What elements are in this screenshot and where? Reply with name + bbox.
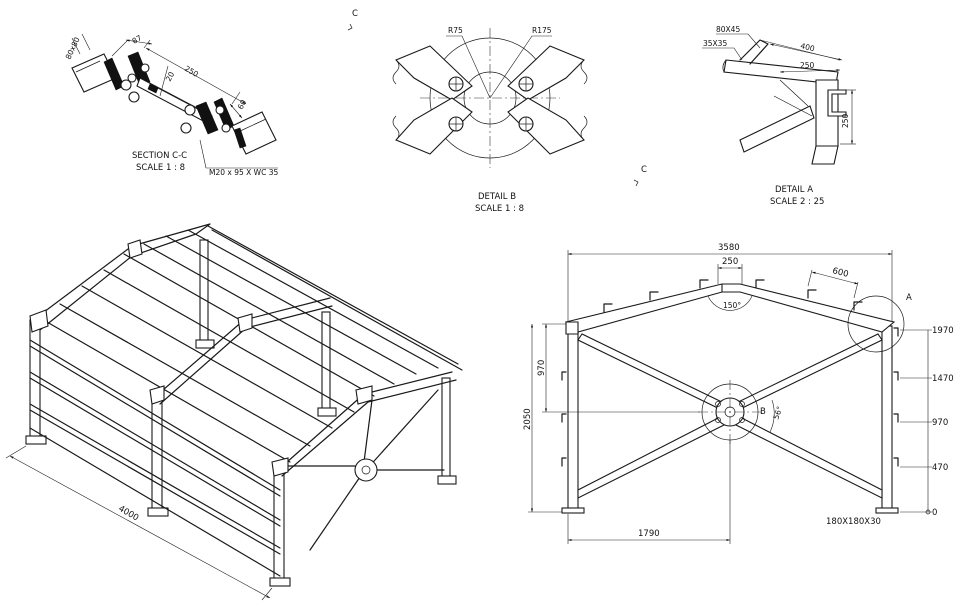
level-1970-label: 1970 — [932, 326, 954, 336]
bracing-hub-icon — [354, 458, 378, 482]
isometric-view: 4000 — [5, 223, 463, 601]
section-marker-top: C — [347, 9, 358, 31]
bolt-hole-icon — [448, 116, 464, 132]
dim-250v-label: 250 — [841, 113, 850, 128]
dim-250h-label: 250 — [800, 61, 815, 70]
svg-text:C: C — [352, 9, 358, 19]
detail-a-title: DETAIL A — [775, 185, 813, 195]
dim-970-left-label: 970 — [537, 360, 547, 376]
section-cc-view: 80x80 87 250 20 60 M20 x 95 X WC 35 SECT… — [64, 33, 279, 177]
level-970-label: 970 — [932, 418, 948, 428]
purlin-spacing-label: 600 — [831, 266, 849, 280]
nut-icon — [127, 73, 137, 83]
dim-20-label: 20 — [164, 70, 177, 83]
dim-60-label: 60 — [236, 98, 249, 111]
base-plate-label: 180X180X30 — [826, 517, 881, 527]
purlin-clip-icon — [807, 289, 817, 299]
purlin-clip-icon — [699, 279, 709, 289]
section-marker-bottom: C — [633, 165, 647, 187]
purlin-clip-icon — [755, 279, 765, 289]
bolt-hole-icon — [518, 116, 534, 132]
angle-profile-label: 80X45 — [716, 25, 740, 34]
bolt-icon — [180, 122, 192, 134]
detail-a-scale: SCALE 2 : 25 — [770, 197, 824, 207]
dim-400-label: 400 — [800, 41, 816, 53]
bolt-icon — [128, 91, 140, 103]
profile-dim-label: 80x80 — [64, 36, 82, 61]
level-0-label: 0 — [932, 508, 937, 518]
bolt-icon — [120, 79, 132, 91]
radius-inner-label: R75 — [448, 26, 463, 35]
svg-text:C: C — [641, 165, 647, 175]
dim-87-label: 87 — [131, 33, 144, 46]
bolt-note: M20 x 95 X WC 35 — [209, 168, 278, 177]
bolt-hole-icon — [448, 76, 464, 92]
apex-angle-label: 150° — [723, 301, 741, 310]
purlin-clip-icon — [603, 303, 613, 313]
small-angle-label: 35X35 — [703, 39, 727, 48]
nut-icon — [215, 105, 225, 115]
purlin-clip-icon — [853, 301, 863, 311]
section-cc-title: SECTION C-C — [132, 151, 187, 161]
detail-a-view: 80X45 35X35 400 250 250 DETAIL A SCALE 2… — [702, 25, 856, 207]
ridge-dim-label: 250 — [722, 257, 738, 267]
purlin-clip-icon — [649, 291, 659, 301]
nut-icon — [140, 63, 150, 73]
detail-b-callout: B — [760, 407, 766, 417]
brace-angle-label: 56° — [771, 405, 784, 421]
detail-b-title: DETAIL B — [478, 192, 516, 202]
front-view: A B 3580 250 600 150° 56° 970 2050 — [523, 243, 954, 544]
detail-b-scale: SCALE 1 : 8 — [475, 204, 524, 214]
radius-outer-label: R175 — [532, 26, 552, 35]
section-cc-scale: SCALE 1 : 8 — [136, 163, 185, 173]
detail-a-callout: A — [906, 293, 912, 303]
dim-2050-label: 2050 — [523, 408, 533, 430]
dim-1790-label: 1790 — [638, 529, 660, 539]
detail-b-view: R75 R175 DETAIL B SCALE 1 : 8 — [392, 26, 588, 214]
nut-icon — [221, 123, 231, 133]
level-1470-label: 1470 — [932, 374, 954, 384]
bolt-hole-icon — [518, 76, 534, 92]
bolt-icon — [184, 104, 196, 116]
level-470-label: 470 — [932, 463, 948, 473]
width-dim-label: 3580 — [718, 243, 740, 253]
